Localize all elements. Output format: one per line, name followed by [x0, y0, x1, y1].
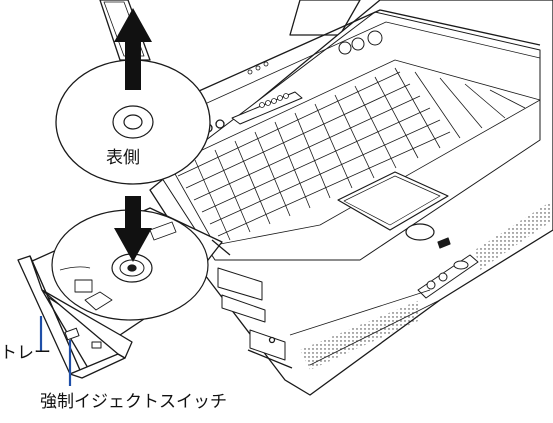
- laptop-icon: [99, 0, 553, 396]
- cd-disc-icon: [55, 59, 211, 185]
- keyboard: [169, 59, 541, 246]
- eject-switch-label: 強制イジェクトスイッチ: [40, 392, 227, 412]
- disc-side-label: 表側: [106, 148, 140, 168]
- touchpad: [337, 171, 451, 249]
- arrow-up-icon: [114, 8, 152, 90]
- cd-tray: [17, 207, 231, 379]
- arrow-down-icon: [114, 196, 152, 262]
- status-lights: [247, 61, 269, 75]
- tray-label: トレー: [0, 343, 51, 363]
- power-buttons: [338, 30, 383, 55]
- leader-lines: [39, 316, 72, 386]
